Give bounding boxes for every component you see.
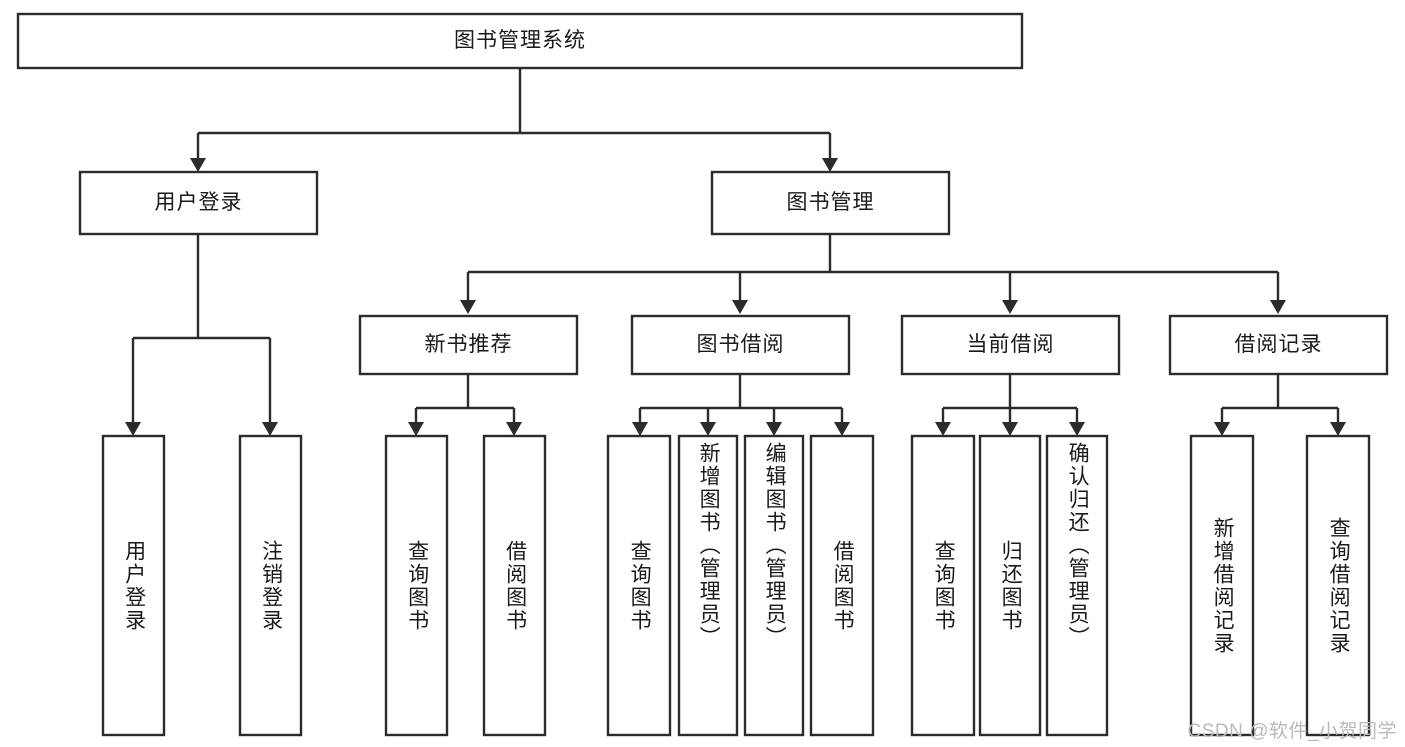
node-root-box[interactable] — [16, 12, 1024, 70]
arrow-bb-leaf-4 — [834, 422, 850, 436]
leaf-label-bb-query-book: 查询图书 — [628, 539, 652, 632]
node-book-manage-box[interactable] — [710, 170, 951, 236]
arrow-book-borrow — [732, 300, 748, 314]
leaf-box-br-query-record[interactable] — [1305, 434, 1371, 737]
leaf-box-bb-query-book[interactable] — [606, 434, 672, 737]
leaf-label-bb-borrow-book: 借阅图书 — [831, 539, 855, 632]
arrow-to-user-login — [190, 158, 206, 172]
leaf-box-cb-confirm-return[interactable] — [1045, 434, 1109, 737]
arrow-cb-leaf-2 — [1002, 422, 1018, 436]
arrow-borrow-record — [1270, 300, 1286, 314]
arrow-bb-leaf-1 — [632, 422, 648, 436]
node-new-book-recommend-box[interactable] — [358, 314, 579, 376]
leaf-label-logout: 注销登录 — [259, 539, 283, 632]
node-book-borrow-label: 图书借阅 — [696, 332, 785, 356]
leaf-label-cb-confirm-return: 确认归还（管理员） — [1066, 442, 1090, 649]
arrow-nbr-leaf-2 — [506, 422, 522, 436]
leaf-box-br-add-record[interactable] — [1189, 434, 1255, 737]
leaf-label-nbr-query-book: 查询图书 — [405, 539, 429, 632]
node-current-borrow-label: 当前借阅 — [966, 332, 1055, 356]
arrow-to-book-manage — [822, 158, 838, 172]
node-current-borrow-box[interactable] — [900, 314, 1121, 376]
leaf-label-br-query-record: 查询借阅记录 — [1327, 516, 1351, 655]
node-book-borrow-box[interactable] — [630, 314, 851, 376]
arrow-br-leaf-2 — [1330, 422, 1346, 436]
arrow-bb-leaf-3 — [766, 422, 782, 436]
leaf-box-cb-query-book[interactable] — [910, 434, 976, 737]
leaf-label-nbr-borrow-book: 借阅图书 — [503, 539, 527, 632]
leaf-box-logout[interactable] — [238, 434, 303, 737]
leaf-label-cb-return-book: 归还图书 — [999, 539, 1023, 632]
leaf-box-nbr-query-book[interactable] — [384, 434, 449, 737]
node-new-book-recommend-label: 新书推荐 — [424, 332, 513, 356]
node-borrow-record-label: 借阅记录 — [1234, 332, 1323, 356]
leaf-label-bb-edit-book: 编辑图书（管理员） — [763, 442, 787, 649]
node-user-login-box[interactable] — [78, 170, 319, 236]
arrow-current-borrow — [1002, 300, 1018, 314]
node-root-label: 图书管理系统 — [454, 28, 586, 52]
arrow-br-leaf-1 — [1214, 422, 1230, 436]
leaf-label-cb-query-book: 查询图书 — [932, 539, 956, 632]
leaf-label-user-login: 用户登录 — [122, 539, 146, 632]
node-user-login-label: 用户登录 — [154, 190, 243, 214]
arrow-new-book-recommend — [460, 300, 476, 314]
leaf-box-bb-borrow-book[interactable] — [809, 434, 875, 737]
arrow-user-login-leaf-1 — [125, 422, 141, 436]
leaf-box-nbr-borrow-book[interactable] — [482, 434, 547, 737]
node-book-manage-label: 图书管理 — [786, 190, 875, 214]
leaf-label-bb-add-book: 新增图书（管理员） — [697, 442, 721, 649]
arrow-bb-leaf-2 — [700, 422, 716, 436]
arrow-cb-leaf-1 — [935, 422, 951, 436]
arrow-user-login-leaf-2 — [262, 422, 278, 436]
leaf-box-bb-edit-book[interactable] — [743, 434, 805, 737]
arrow-cb-leaf-3 — [1069, 422, 1085, 436]
leaf-box-cb-return-book[interactable] — [978, 434, 1042, 737]
arrow-nbr-leaf-1 — [408, 422, 424, 436]
leaf-box-user-login[interactable] — [101, 434, 166, 737]
leaf-box-bb-add-book[interactable] — [677, 434, 739, 737]
leaf-label-br-add-record: 新增借阅记录 — [1211, 516, 1235, 655]
